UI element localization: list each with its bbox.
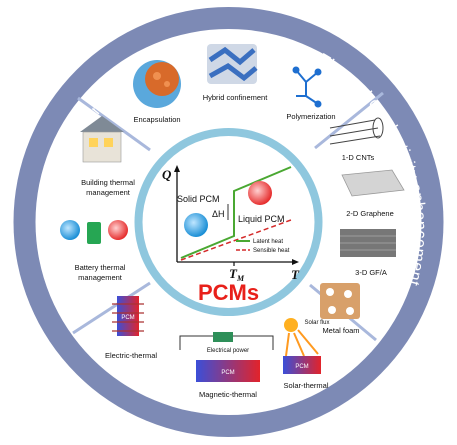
polymerization-label: Polymerization — [286, 112, 335, 121]
hybrid-confinement-label: Hybrid confinement — [203, 93, 269, 102]
cnt-label: 1-D CNTs — [342, 153, 375, 162]
graphene-illustration — [341, 169, 405, 197]
electric-thermal-illustration — [112, 296, 144, 336]
electric-thermal-label: Electric-thermal — [105, 351, 157, 360]
building-illustration — [80, 116, 124, 163]
solar-thermal-label: Solar-thermal — [283, 381, 328, 390]
gf-label: 3-D GF/A — [355, 268, 387, 277]
battery-label-1: Battery thermal — [75, 263, 126, 272]
phase-change-plot — [174, 165, 299, 266]
magnetic-thermal-illustration — [179, 332, 274, 382]
magnetic-pcm-tag: PCM — [221, 370, 234, 376]
legend-sensible-label: Sensible heat — [253, 248, 290, 254]
solar-pcm-tag: PCM — [295, 364, 308, 370]
magnetic-thermal-label: Magnetic-thermal — [199, 390, 257, 399]
electric-pcm-tag: PCM — [121, 315, 134, 321]
solar-flux-label: Solar flux — [304, 320, 329, 326]
encapsulation-label: Encapsulation — [133, 115, 180, 124]
axis-label-t: T — [291, 267, 300, 282]
hybrid-confinement-illustration — [207, 44, 258, 84]
metal-foam-label: Metal foam — [322, 326, 359, 335]
plot-legend: Latent heat Sensible heat — [236, 239, 290, 254]
solid-pcm-label: Solid PCM — [177, 194, 220, 204]
polymerization-illustration — [292, 66, 322, 108]
legend-latent-label: Latent heat — [253, 239, 283, 245]
cnt-illustration — [329, 117, 384, 145]
delta-h-label: ΔH — [212, 209, 225, 219]
liquid-pcm-label: Liquid PCM — [238, 214, 285, 224]
tm-label: TM — [229, 266, 245, 283]
solar-thermal-illustration — [283, 318, 321, 374]
center-panel — [142, 136, 315, 308]
gf-illustration — [340, 229, 396, 257]
encapsulation-illustration — [133, 60, 181, 108]
solid-pcm-sphere — [184, 213, 208, 237]
liquid-pcm-sphere — [248, 181, 272, 205]
electrical-power-label: Electrical power — [207, 348, 249, 354]
axis-label-q: Q — [162, 167, 172, 182]
metal-foam-illustration — [320, 283, 360, 319]
center-title: PCMs — [198, 280, 259, 305]
battery-label-2: management — [78, 273, 123, 282]
latent-heat-curve — [180, 166, 292, 259]
battery-illustration — [60, 220, 128, 244]
building-label-1: Building thermal — [81, 178, 135, 187]
graphene-label: 2-D Graphene — [346, 209, 394, 218]
building-label-2: management — [86, 188, 131, 197]
